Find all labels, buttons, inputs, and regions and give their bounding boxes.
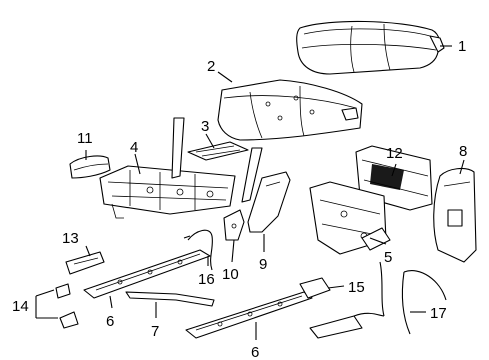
part-seat-cushion-cover — [296, 20, 445, 75]
part-seat-frame — [99, 117, 263, 219]
callout-4: 4 — [130, 139, 138, 156]
part-hinge-trim — [65, 251, 105, 275]
callout-2: 2 — [207, 58, 215, 75]
part-tow-bar — [125, 291, 215, 307]
callout-7: 7 — [151, 323, 159, 340]
callout-6-lower: 6 — [251, 344, 259, 360]
part-bushings — [55, 283, 79, 329]
callout-5: 5 — [384, 249, 392, 266]
callout-9: 9 — [259, 256, 267, 273]
part-adjuster-base — [309, 181, 391, 255]
part-harness — [309, 261, 447, 339]
part-side-bracket — [247, 171, 291, 233]
part-cable — [183, 229, 213, 271]
part-cover-plate — [299, 277, 331, 299]
callout-11: 11 — [77, 130, 93, 147]
part-small-bracket — [223, 209, 245, 241]
callout-12: 12 — [386, 145, 403, 162]
callout-3: 3 — [201, 118, 209, 135]
callout-13: 13 — [62, 230, 79, 247]
callout-8: 8 — [459, 143, 467, 160]
part-seat-cushion-pad — [217, 79, 363, 141]
part-seat-rail-upper — [83, 249, 211, 299]
callout-10: 10 — [222, 266, 239, 283]
callout-1: 1 — [458, 38, 466, 55]
callout-15: 15 — [348, 279, 365, 296]
part-seat-rail-lower — [185, 291, 313, 339]
callout-6-upper: 6 — [106, 313, 114, 330]
part-side-shield — [433, 167, 477, 263]
callout-16: 16 — [198, 271, 215, 288]
callout-14: 14 — [12, 298, 29, 315]
callout-17: 17 — [430, 305, 447, 322]
part-side-trim — [69, 155, 111, 179]
leader-lines — [35, 45, 465, 340]
part-seat-mat — [187, 141, 249, 161]
callout-labels: 1 2 3 4 5 6 6 7 8 9 10 11 12 13 14 15 16… — [12, 38, 467, 360]
